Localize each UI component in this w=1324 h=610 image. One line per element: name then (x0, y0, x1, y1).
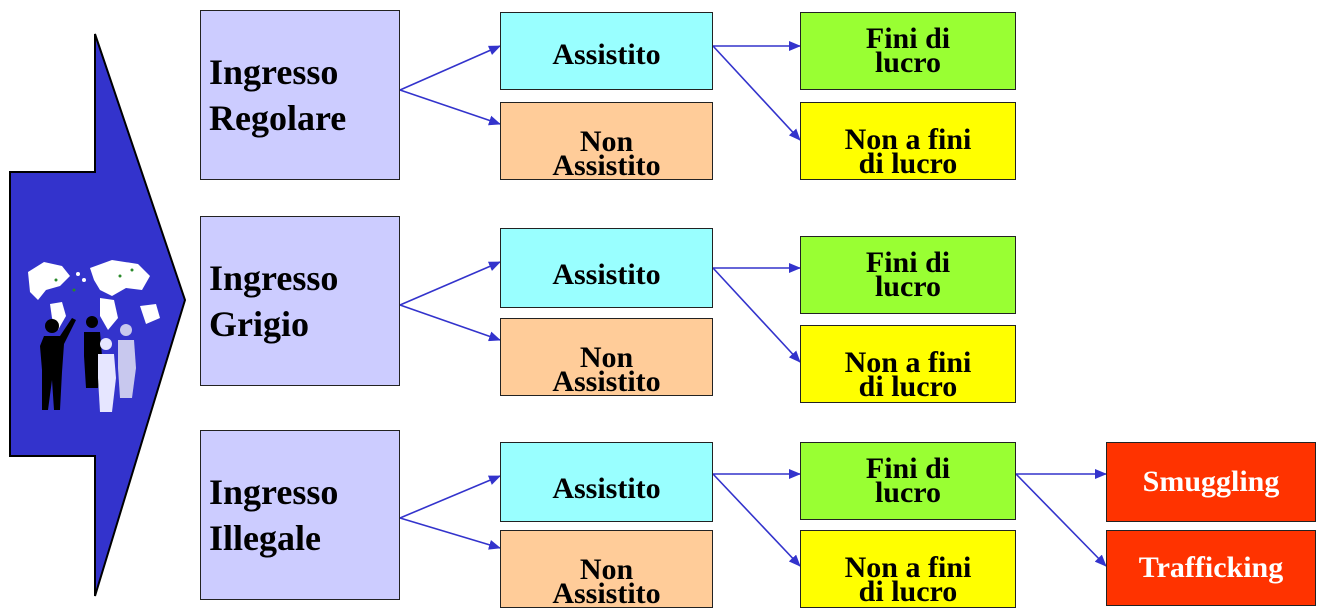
entry-label-line2: Grigio (209, 304, 309, 344)
assisted-label: Assistito (552, 472, 661, 505)
not-assisted-line1: Non (579, 125, 634, 158)
profit-line1: Fini di (865, 452, 951, 485)
people-silhouette-icon (40, 316, 136, 412)
non-profit-box: Non a fini di lucro (800, 530, 1016, 608)
assisted-label: Assistito (552, 38, 661, 71)
not-assisted-line2: Assistito (552, 365, 661, 396)
non-profit-line1: Non a fini (844, 551, 972, 584)
non-profit-line1: Non a fini (844, 123, 972, 156)
profit-box: Fini di lucro (800, 12, 1016, 90)
entry-label-line2: Illegale (209, 518, 321, 558)
not-assisted-line1: Non (579, 341, 634, 374)
trafficking-box: Trafficking (1106, 530, 1316, 606)
profit-line2: lucro (874, 46, 942, 79)
not-assisted-line2: Assistito (552, 577, 661, 608)
profit-box: Fini di lucro (800, 236, 1016, 314)
non-profit-line2: di lucro (858, 575, 958, 608)
profit-line1: Fini di (865, 246, 951, 279)
assisted-box: Assistito (500, 442, 713, 522)
non-profit-box: Non a fini di lucro (800, 102, 1016, 180)
smuggling-label: Smuggling (1142, 465, 1280, 498)
non-profit-line2: di lucro (858, 370, 958, 403)
assisted-box: Assistito (500, 228, 713, 308)
not-assisted-box: Non Assistito (500, 102, 713, 180)
profit-line2: lucro (874, 476, 942, 509)
not-assisted-box: Non Assistito (500, 530, 713, 608)
not-assisted-line2: Assistito (552, 149, 661, 180)
not-assisted-line1: Non (579, 553, 634, 586)
profit-line1: Fini di (865, 22, 951, 55)
entry-label-line1: Ingresso (209, 258, 339, 298)
non-profit-line1: Non a fini (844, 346, 972, 379)
non-profit-box: Non a fini di lucro (800, 325, 1016, 403)
entry-box-grigio: Ingresso Grigio (200, 216, 400, 386)
entry-label-line2: Regolare (209, 98, 347, 138)
entry-box-regolare: Ingresso Regolare (200, 10, 400, 180)
big-arrow (9, 33, 187, 597)
assisted-box: Assistito (500, 12, 713, 90)
assisted-label: Assistito (552, 258, 661, 291)
smuggling-box: Smuggling (1106, 442, 1316, 522)
profit-box: Fini di lucro (800, 442, 1016, 520)
trafficking-label: Trafficking (1138, 551, 1284, 584)
non-profit-line2: di lucro (858, 147, 958, 180)
entry-label-line1: Ingresso (209, 472, 339, 512)
world-map-icon (28, 260, 160, 330)
not-assisted-box: Non Assistito (500, 318, 713, 396)
profit-line2: lucro (874, 270, 942, 303)
entry-box-illegale: Ingresso Illegale (200, 430, 400, 600)
entry-label-line1: Ingresso (209, 52, 339, 92)
